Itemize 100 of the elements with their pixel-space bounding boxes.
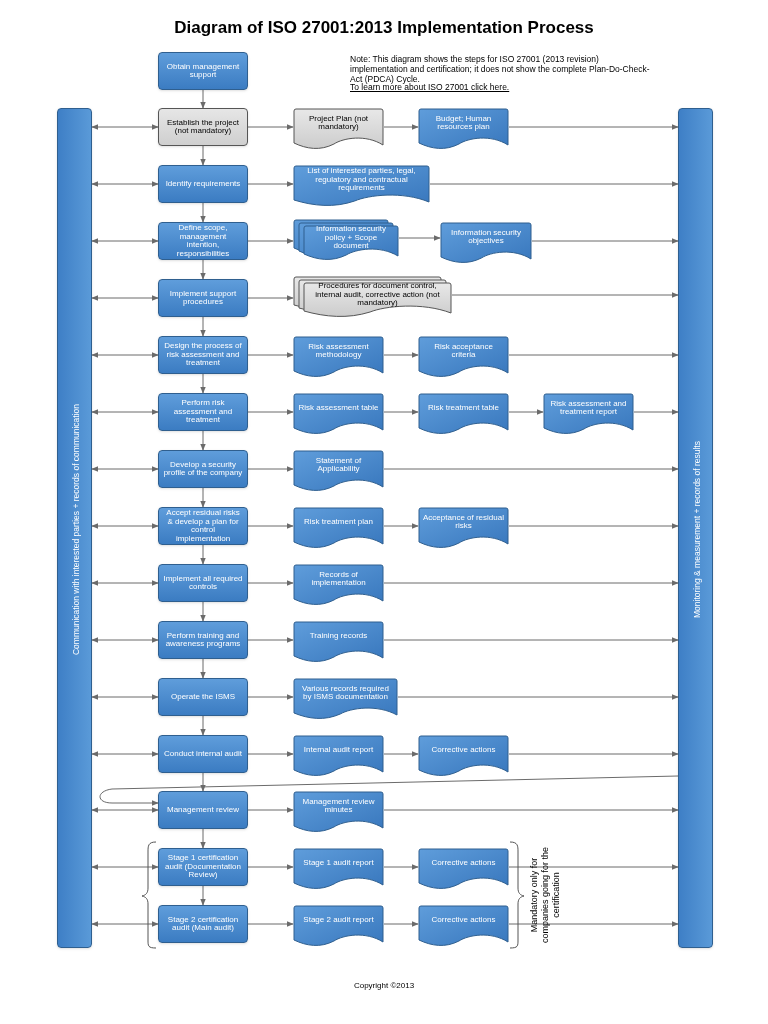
document-shape — [440, 222, 532, 264]
connector-arrow — [383, 807, 679, 813]
process-box — [158, 791, 248, 829]
connector-arrow — [247, 523, 294, 529]
document-shape — [293, 450, 384, 492]
process-box — [158, 848, 248, 886]
connector-arrow — [91, 295, 159, 301]
box-label: Management review — [166, 805, 239, 815]
connector-arrow — [508, 409, 544, 415]
box-label: Monitoring & measurement + records of results — [690, 440, 703, 618]
connector-arrow — [247, 864, 294, 870]
copyright-text: Copyright ©2013 — [353, 980, 415, 992]
connector-arrow — [383, 921, 419, 927]
box-label: Operate the ISMS — [171, 692, 235, 702]
connector-arrow — [91, 352, 159, 358]
connector-arrow — [200, 772, 206, 792]
process-box — [158, 621, 248, 659]
box-label: Implement support procedures — [168, 289, 238, 307]
bracket-note: Mandatory only for companies going for the certification — [528, 845, 562, 946]
connector-arrow — [508, 751, 679, 757]
connector-arrow — [247, 181, 294, 187]
box-label: Obtain management support — [165, 62, 241, 80]
process-box — [158, 222, 248, 260]
box-label: Perform training and awareness programs — [164, 631, 242, 649]
box-label: Internal audit report — [303, 745, 374, 755]
document-shape — [418, 905, 509, 947]
connector-arrow — [247, 238, 294, 244]
box-label: Develop a security profile of the company — [163, 460, 243, 478]
connector-arrow — [91, 409, 159, 415]
box-label: Risk treatment table — [427, 403, 500, 413]
connector-arrow — [247, 751, 294, 757]
box-label: Accept residual risks & develop a plan for control implementation — [165, 509, 241, 543]
box-label: Training records — [309, 631, 368, 641]
process-box — [158, 507, 248, 545]
box-label: Perform risk assessment and treatment — [172, 399, 234, 425]
diagram-title: Diagram of ISO 27001:2013 Implementation Process — [174, 17, 594, 39]
connector-arrow — [383, 751, 419, 757]
connector-arrow — [200, 487, 206, 508]
box-label: Acceptance of residual risks — [422, 513, 505, 531]
connector-arrow — [383, 409, 419, 415]
process-box — [158, 52, 248, 90]
connector-arrow — [200, 885, 206, 906]
document-shape — [293, 108, 384, 150]
box-label: Corrective actions — [431, 858, 496, 868]
connector-arrow — [247, 124, 294, 130]
box-label: Management review minutes — [301, 797, 376, 815]
box-label: Stage 1 certification audit (Documentation Review) — [163, 854, 242, 880]
document-shape — [543, 393, 634, 435]
box-label: Stage 2 certification audit (Main audit) — [166, 915, 240, 933]
connector-arrow — [247, 637, 294, 643]
document-shape — [418, 735, 509, 777]
box-label: Risk acceptance criteria — [433, 342, 494, 360]
document-shape — [293, 905, 384, 947]
box-label: Conduct internal audit — [164, 749, 242, 759]
box-label: List of interested parties, legal, regulatory and contractual requirements — [306, 167, 417, 193]
document-shape — [293, 393, 384, 435]
box-label: Records of implementation — [310, 570, 367, 588]
document-shape — [418, 108, 509, 150]
connector-arrow — [200, 202, 206, 223]
document-shape — [293, 791, 384, 833]
connector-arrow — [91, 523, 159, 529]
connector-arrow — [383, 523, 419, 529]
connector-arrow — [247, 352, 294, 358]
connector-arrow — [91, 580, 159, 586]
box-label: Procedures for document control, internal audit, corrective action (not mandatory) — [314, 282, 441, 308]
connector-arrow — [200, 89, 206, 109]
connector-arrow — [383, 352, 419, 358]
connector-arrow — [247, 694, 294, 700]
document-shape — [293, 336, 384, 378]
feedback-arrow — [99, 775, 679, 806]
document-shape — [293, 165, 430, 207]
connector-arrow — [200, 544, 206, 565]
connector-arrow — [508, 523, 679, 529]
box-label: Risk assessment and treatment report — [549, 399, 628, 417]
box-label: Various records required by ISMS documentation — [301, 684, 390, 702]
process-box — [158, 905, 248, 943]
connector-arrow — [200, 259, 206, 280]
box-label: Risk assessment methodology — [307, 342, 370, 360]
box-label: Budget; Human resources plan — [434, 114, 493, 132]
document-shape — [293, 678, 398, 720]
connector-arrow — [397, 694, 679, 700]
connector-arrow — [508, 352, 679, 358]
connector-arrow — [91, 466, 159, 472]
connector-arrow — [398, 235, 441, 241]
process-box — [158, 336, 248, 374]
connector-arrow — [531, 238, 679, 244]
process-box — [158, 165, 248, 203]
connector-arrow — [91, 637, 159, 643]
document-shape — [293, 621, 384, 663]
connector-arrow — [91, 864, 159, 870]
connector-arrow — [508, 921, 679, 927]
box-label: Identify requirements — [165, 179, 241, 189]
connector-arrow — [200, 145, 206, 166]
connector-arrow — [200, 601, 206, 622]
multi-document-shape — [293, 276, 452, 318]
document-shape — [293, 507, 384, 549]
connector-arrow — [91, 751, 159, 757]
box-label: Information security objectives — [450, 228, 522, 246]
connector-arrow — [383, 124, 419, 130]
connector-arrow — [247, 409, 294, 415]
